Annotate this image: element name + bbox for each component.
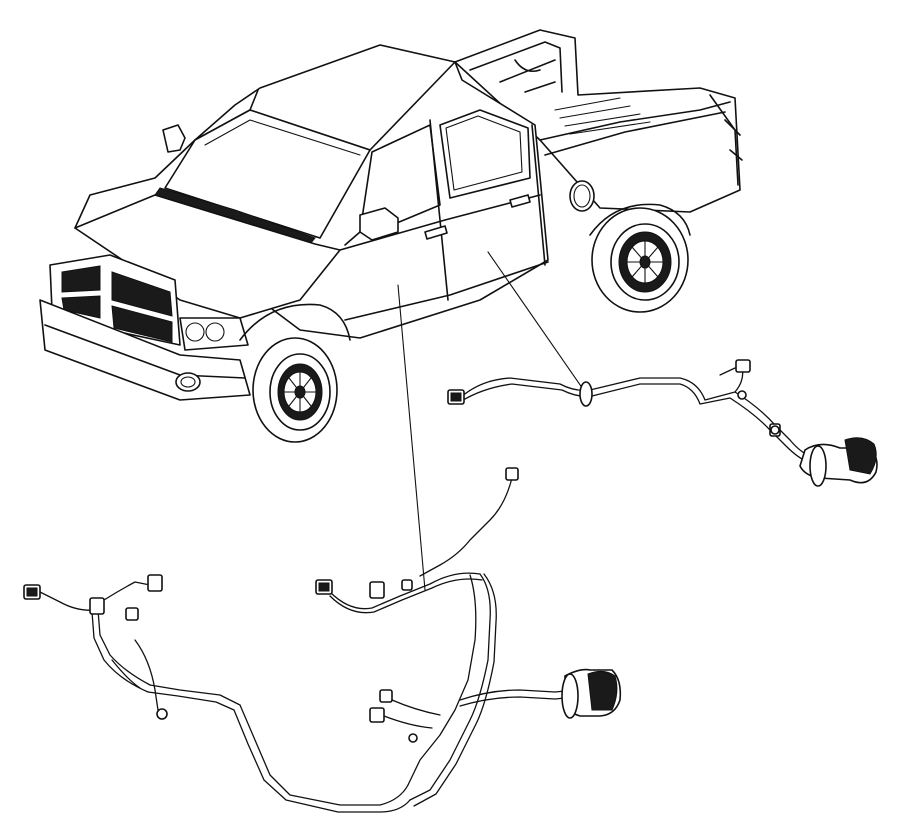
truck-front: [39, 194, 341, 401]
front-harness-connector: [147, 574, 163, 592]
rear-wheel: [591, 207, 689, 313]
front-wheel: [252, 337, 338, 443]
leader-line-front-door: [397, 284, 426, 591]
pickup-truck-illustration: [39, 29, 743, 443]
leader-line-rear-door: [487, 251, 586, 393]
rear-harness-grommet: [579, 381, 593, 407]
front-harness-connector: [505, 467, 519, 481]
truck-cab: [74, 44, 595, 339]
rear-fender-arch: [589, 203, 691, 236]
rear-harness-connector: [735, 359, 751, 373]
rear-door-harness: [447, 359, 878, 487]
front-door-harness: [23, 467, 622, 813]
front-fender-arch: [239, 303, 351, 341]
truck-bed: [454, 29, 743, 213]
